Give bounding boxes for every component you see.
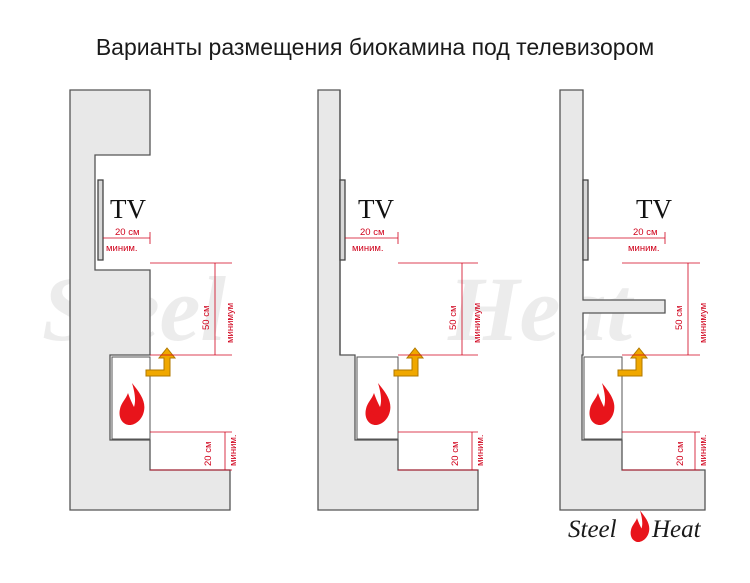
tv-label: TV	[358, 194, 394, 224]
floor-value: 20 см	[675, 442, 686, 467]
height-value: 50 см	[674, 306, 685, 331]
floor-note: миним.	[228, 434, 239, 466]
logo-flame-icon	[630, 510, 650, 542]
wall-profile	[559, 89, 706, 511]
fireplace-box	[111, 356, 151, 440]
tv-panel	[582, 179, 589, 261]
fireplace-box	[583, 356, 623, 440]
floor-note: миним.	[475, 434, 486, 466]
height-value: 50 см	[201, 306, 212, 331]
tv-gap-value: 20 см	[633, 227, 658, 238]
tv-gap-note: миним.	[106, 243, 138, 254]
dimension-lines	[103, 232, 232, 471]
tv-gap-value: 20 см	[115, 227, 140, 238]
page-title: Варианты размещения биокамина под телеви…	[95, 34, 655, 60]
height-note: минимум	[225, 303, 236, 343]
tv-gap-note: миним.	[628, 243, 660, 254]
wall-profile	[69, 89, 231, 511]
height-value: 50 см	[448, 306, 459, 331]
variant-recessed-tv: TV 20 см миним. 50 см минимум 20 см мини…	[69, 89, 239, 511]
floor-value: 20 см	[450, 442, 461, 467]
brand-logo: Steel Heat	[568, 510, 702, 543]
svg-text:Steel: Steel	[568, 516, 617, 543]
tv-label: TV	[636, 194, 672, 224]
height-note: минимум	[472, 303, 483, 343]
floor-value: 20 см	[203, 442, 214, 467]
svg-text:Heat: Heat	[651, 516, 702, 543]
tv-panel	[339, 179, 346, 261]
tv-panel	[97, 179, 104, 261]
tv-label: TV	[110, 194, 146, 224]
dimension-lines	[588, 232, 700, 471]
tv-gap-note: миним.	[352, 243, 384, 254]
dimension-lines	[345, 232, 478, 471]
height-note: минимум	[698, 303, 709, 343]
fireplace-box	[356, 356, 399, 440]
variant-with-shelf: TV 20 см миним. 50 см минимум 20 см мини…	[559, 89, 709, 511]
tv-gap-value: 20 см	[360, 227, 385, 238]
variant-flat-wall: TV 20 см миним. 50 см минимум 20 см мини…	[317, 89, 486, 511]
floor-note: миним.	[698, 434, 709, 466]
